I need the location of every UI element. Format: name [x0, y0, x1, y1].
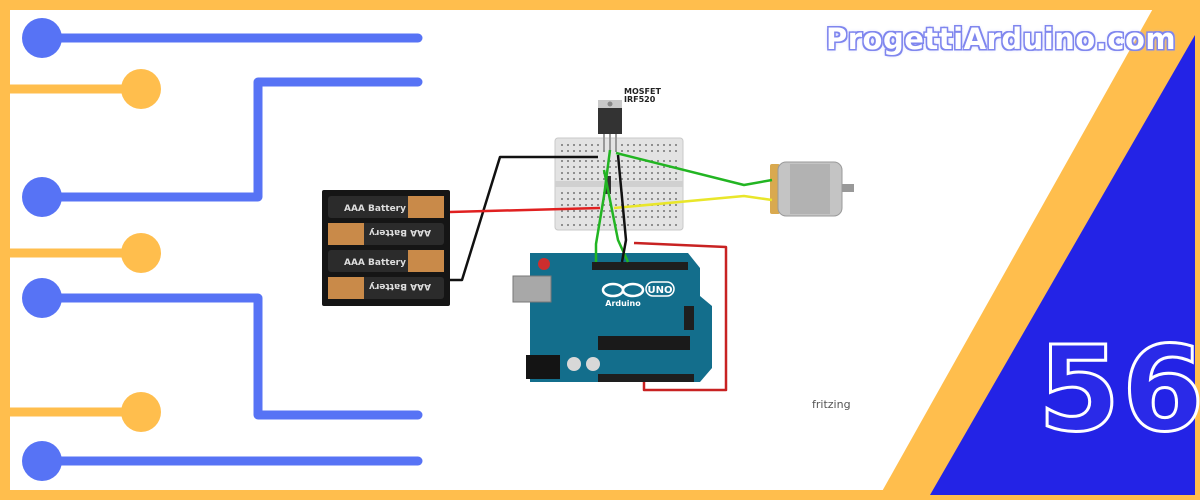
brand-watermark: ProgettiArduino.com: [826, 22, 1177, 56]
wire-black-gnd: [616, 154, 628, 263]
trace-blue-3: [37, 293, 423, 420]
node-blue-1: [22, 18, 62, 58]
node-yellow-1: [121, 69, 161, 109]
battery-label-1: AAA Battery: [344, 204, 406, 214]
wire-black-battery: [450, 155, 598, 282]
node-blue-4: [22, 441, 62, 481]
icsp-header: [684, 306, 694, 330]
usb-port: [512, 275, 552, 303]
mosfet-label: MOSFET IRF520: [624, 87, 661, 105]
node-blue-2: [22, 177, 62, 217]
reset-button: [538, 258, 550, 270]
dc-motor: [770, 161, 854, 217]
wire-green-signal: [594, 149, 612, 262]
battery-cell-2: [328, 223, 444, 245]
digital-header: [592, 262, 688, 270]
episode-number: 56: [1037, 320, 1200, 458]
battery-cell-1: [328, 196, 444, 218]
battery-label-3: AAA Battery: [344, 258, 406, 268]
fritzing-credit: fritzing: [812, 398, 851, 411]
battery-label-2: AAA Battery: [369, 227, 431, 237]
arduino-logo: [601, 282, 645, 298]
battery-label-4: AAA Battery: [369, 281, 431, 291]
mosfet-model: IRF520: [624, 95, 656, 105]
wire-green-motor: [615, 151, 773, 187]
board-brand: Arduino: [605, 299, 641, 308]
mosfet: [598, 100, 622, 150]
trace-blue-2: [37, 77, 423, 202]
battery-pack: AAA Battery AAA Battery AAA Battery AAA …: [322, 190, 450, 306]
breadboard: [554, 137, 684, 231]
node-blue-3: [22, 278, 62, 318]
atmega-chip: [598, 336, 690, 350]
mosfet-title: MOSFET: [624, 87, 661, 96]
wire-yellow-motor: [613, 194, 773, 210]
power-jack: [526, 355, 560, 379]
analog-header: [598, 374, 694, 382]
wire-green-signal-2: [602, 169, 630, 263]
node-yellow-2: [121, 233, 161, 273]
wire-red-battery: [449, 206, 601, 214]
battery-cell-3: [328, 250, 444, 272]
wires: [449, 149, 773, 392]
capacitor-1: [567, 357, 581, 371]
uno-badge: [645, 281, 675, 297]
node-yellow-3: [121, 392, 161, 432]
capacitor-2: [586, 357, 600, 371]
wire-red-loop: [633, 241, 728, 392]
corner-blue-triangle: [930, 35, 1195, 495]
circuit-traces: [6, 18, 423, 481]
battery-cell-4: [328, 277, 444, 299]
board-label: UNO: [648, 285, 673, 296]
arduino-board: UNO Arduino: [512, 253, 712, 382]
